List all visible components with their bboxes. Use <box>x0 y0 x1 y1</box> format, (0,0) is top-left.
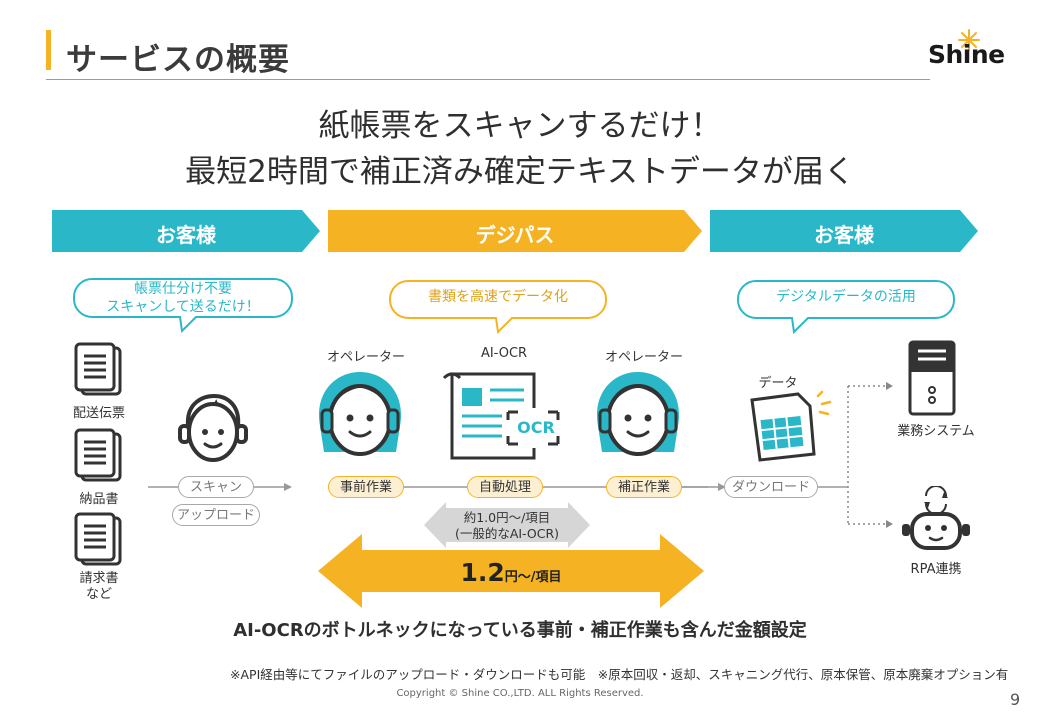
data-label: データ <box>758 376 798 391</box>
speech-bubble-right <box>737 280 955 335</box>
spreadsheet-icon <box>750 390 832 462</box>
customer-person-icon <box>178 393 248 462</box>
headline-line2: 最短2時間で補正済み確定テキストデータが届く <box>185 154 855 190</box>
phase-label: デジパス <box>475 223 555 247</box>
document-icon <box>74 342 122 396</box>
phase-customer-left: お客様 <box>52 210 320 252</box>
bubble-left-line2: スキャンして送るだけ！ <box>106 299 260 315</box>
page-title: サービスの概要 <box>66 42 290 78</box>
document-icon <box>74 428 122 482</box>
pill-download: ダウンロード <box>724 476 818 498</box>
output-system-label: 業務システム <box>897 424 975 439</box>
operator-headset-icon <box>319 372 401 456</box>
bubble-left-text: 帳票仕分け不要 スキャンして送るだけ！ <box>72 280 294 316</box>
ocr-badge: OCR <box>517 418 555 437</box>
doc-label-invoice-line2: など <box>85 587 112 602</box>
bubble-center-text: 書類を高速でデータ化 <box>428 289 568 305</box>
copyright: Copyright © Shine CO.,LTD. ALL Rights Re… <box>396 688 644 699</box>
digipass-price-arrow <box>318 534 704 608</box>
bubble-left-line1: 帳票仕分け不要 <box>134 281 232 297</box>
document-icon <box>74 512 122 566</box>
title-accent-bar <box>46 30 51 70</box>
server-icon <box>908 340 956 416</box>
general-price-arrow <box>424 502 590 548</box>
doc-label-delivery-slip: 配送伝票 <box>72 406 125 421</box>
speech-bubble-center <box>389 280 607 335</box>
summary-text: AI-OCRのボトルネックになっている事前・補正作業も含んだ金額設定 <box>233 620 807 641</box>
pill-correction: 補正作業 <box>606 476 682 498</box>
doc-label-delivery-note: 納品書 <box>79 492 119 507</box>
general-price-line1: 約1.0円～/項目 <box>463 510 551 525</box>
output-rpa-label: RPA連携 <box>910 562 962 577</box>
ocr-document-icon <box>442 372 562 460</box>
operator2-label: オペレーター <box>604 350 683 365</box>
branch-dotted-lines <box>847 382 893 528</box>
star-icon <box>958 29 980 51</box>
phase-digipass: デジパス <box>328 210 702 252</box>
company-logo: Shine <box>928 40 1005 69</box>
pill-pre-work: 事前作業 <box>328 476 404 498</box>
pill-auto-processing: 自動処理 <box>467 476 543 498</box>
title-divider <box>46 79 930 80</box>
digipass-price-text: 1.2円～/項目 <box>318 558 704 587</box>
pill-upload: アップロード <box>172 504 260 526</box>
pill-scan: スキャン <box>178 476 254 498</box>
phase-label: お客様 <box>814 223 874 247</box>
price-big: 1.2 <box>460 558 505 587</box>
aiocr-label: AI-OCR <box>480 346 528 361</box>
operator-headset-icon <box>597 372 679 456</box>
robot-icon <box>902 486 970 550</box>
page-number: 9 <box>1010 690 1021 709</box>
general-price-line2: (一般的なAI-OCR) <box>454 526 560 541</box>
doc-label-invoice-line1: 請求書 <box>79 571 119 586</box>
operator1-label: オペレーター <box>326 350 405 365</box>
doc-label-invoice: 請求書 など <box>60 571 138 603</box>
footnote: ※API経由等にてファイルのアップロード・ダウンロードも可能 ※原本回収・返却、… <box>230 667 1009 682</box>
general-price-text: 約1.0円～/項目 (一般的なAI-OCR) <box>424 510 590 542</box>
bubble-right-text: デジタルデータの活用 <box>776 289 916 305</box>
headline-line1: 紙帳票をスキャンするだけ！ <box>318 108 722 144</box>
speech-bubble-left <box>73 278 293 334</box>
phase-customer-right: お客様 <box>710 210 978 252</box>
price-unit: 円～/項目 <box>504 570 562 585</box>
phase-label: お客様 <box>156 223 216 247</box>
